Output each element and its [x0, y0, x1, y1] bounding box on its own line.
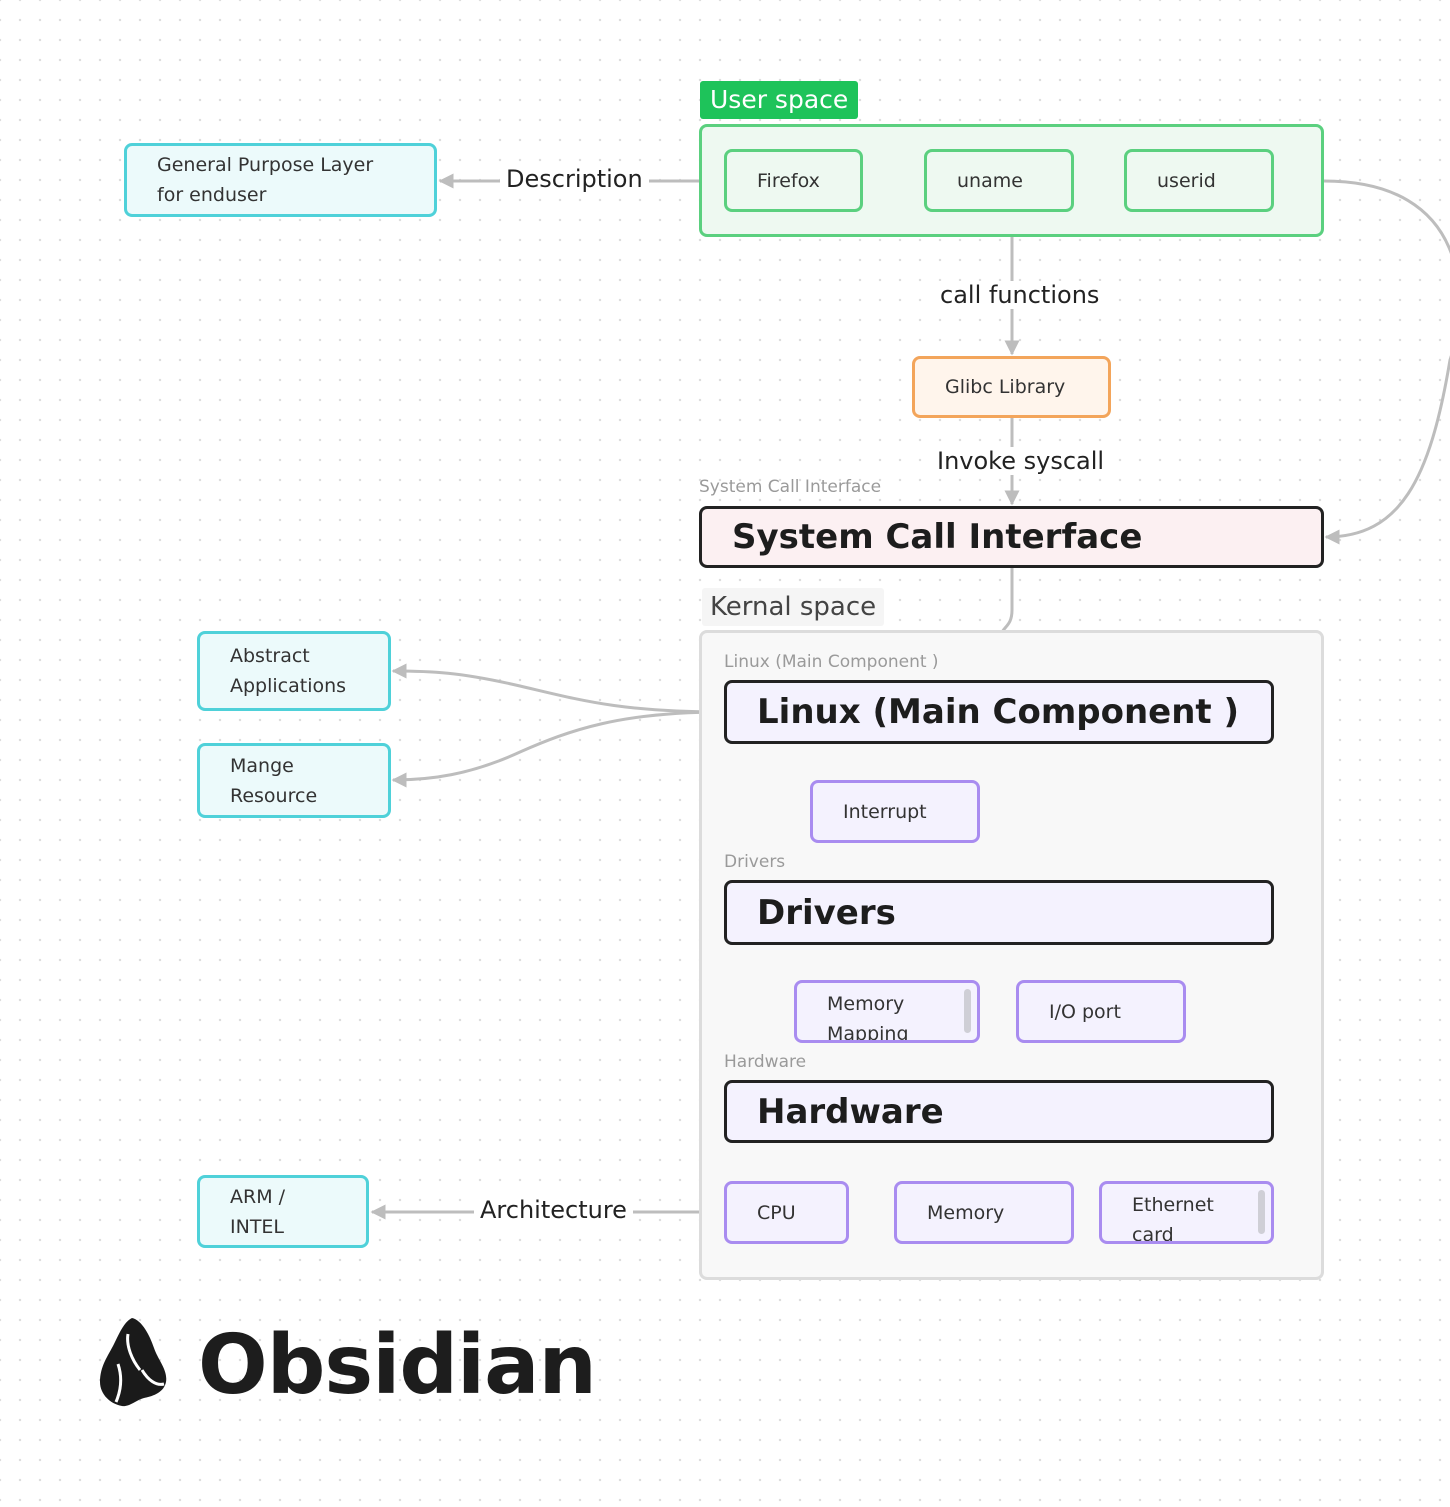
node-userid[interactable]: userid	[1124, 149, 1274, 212]
edge-label-description: Description	[500, 165, 649, 193]
drivers-title: Drivers	[757, 892, 896, 933]
hardware-group-label: Hardware	[724, 1052, 807, 1072]
edge-userspace-to-sci	[1323, 179, 1450, 545]
drivers-node[interactable]: Drivers	[724, 880, 1274, 945]
node-general-purpose[interactable]: General Purpose Layer for enduser	[124, 143, 437, 217]
node-label: userid	[1157, 169, 1216, 192]
node-interrupt[interactable]: Interrupt	[810, 780, 980, 843]
node-label: Memory	[927, 1201, 1005, 1224]
node-cpu[interactable]: CPU	[724, 1181, 849, 1244]
linux-main-component-node[interactable]: Linux (Main Component )	[724, 680, 1274, 744]
edge-abstract-apps	[391, 663, 725, 714]
hardware-title: Hardware	[757, 1091, 944, 1132]
node-label: uname	[957, 169, 1023, 192]
edge-manage-resource	[391, 710, 725, 788]
scrollbar[interactable]	[1258, 1190, 1265, 1234]
node-label: Memory Mapping	[827, 993, 909, 1043]
system-call-interface-node[interactable]: System Call Interface	[699, 506, 1324, 568]
edge-label-call-functions: call functions	[934, 281, 1106, 309]
node-ethernet-card[interactable]: Ethernet card	[1099, 1181, 1274, 1244]
node-label: Glibc Library	[945, 376, 1066, 398]
node-label: General Purpose Layer for enduser	[157, 154, 374, 206]
linux-title: Linux (Main Component )	[757, 692, 1240, 732]
node-label: ARM / INTEL	[230, 1185, 286, 1238]
node-label: Ethernet card	[1132, 1194, 1214, 1244]
node-arm-intel[interactable]: ARM / INTEL	[197, 1175, 369, 1248]
node-memory[interactable]: Memory	[894, 1181, 1074, 1244]
user-space-badge: User space	[700, 81, 859, 119]
node-io-port[interactable]: I/O port	[1016, 980, 1186, 1043]
node-label: Firefox	[757, 169, 820, 192]
node-label: CPU	[757, 1201, 796, 1224]
obsidian-brand-text: Obsidian	[198, 1318, 597, 1413]
node-firefox[interactable]: Firefox	[724, 149, 863, 212]
node-memory-mapping[interactable]: Memory Mapping	[794, 980, 980, 1043]
node-label: Mange Resource	[230, 754, 318, 807]
drivers-group-label: Drivers	[724, 852, 786, 872]
node-label: Abstract Applications	[230, 645, 347, 697]
obsidian-logo-icon	[100, 1318, 167, 1407]
linux-group-label: Linux (Main Component )	[724, 652, 939, 672]
edge-label-invoke-syscall: Invoke syscall	[931, 447, 1111, 475]
edge-label-architecture: Architecture	[474, 1196, 633, 1224]
node-uname[interactable]: uname	[924, 149, 1074, 212]
sci-group-label: System Call Interface	[699, 477, 882, 497]
node-label: Interrupt	[843, 800, 927, 823]
node-label: I/O port	[1049, 1000, 1121, 1023]
hardware-node[interactable]: Hardware	[724, 1080, 1274, 1143]
node-glibc-library[interactable]: Glibc Library	[912, 356, 1111, 418]
sci-title: System Call Interface	[732, 517, 1143, 557]
node-manage-resource[interactable]: Mange Resource	[197, 743, 391, 818]
node-abstract-applications[interactable]: Abstract Applications	[197, 631, 391, 711]
scrollbar[interactable]	[964, 989, 971, 1033]
kernel-space-label: Kernal space	[702, 588, 885, 626]
